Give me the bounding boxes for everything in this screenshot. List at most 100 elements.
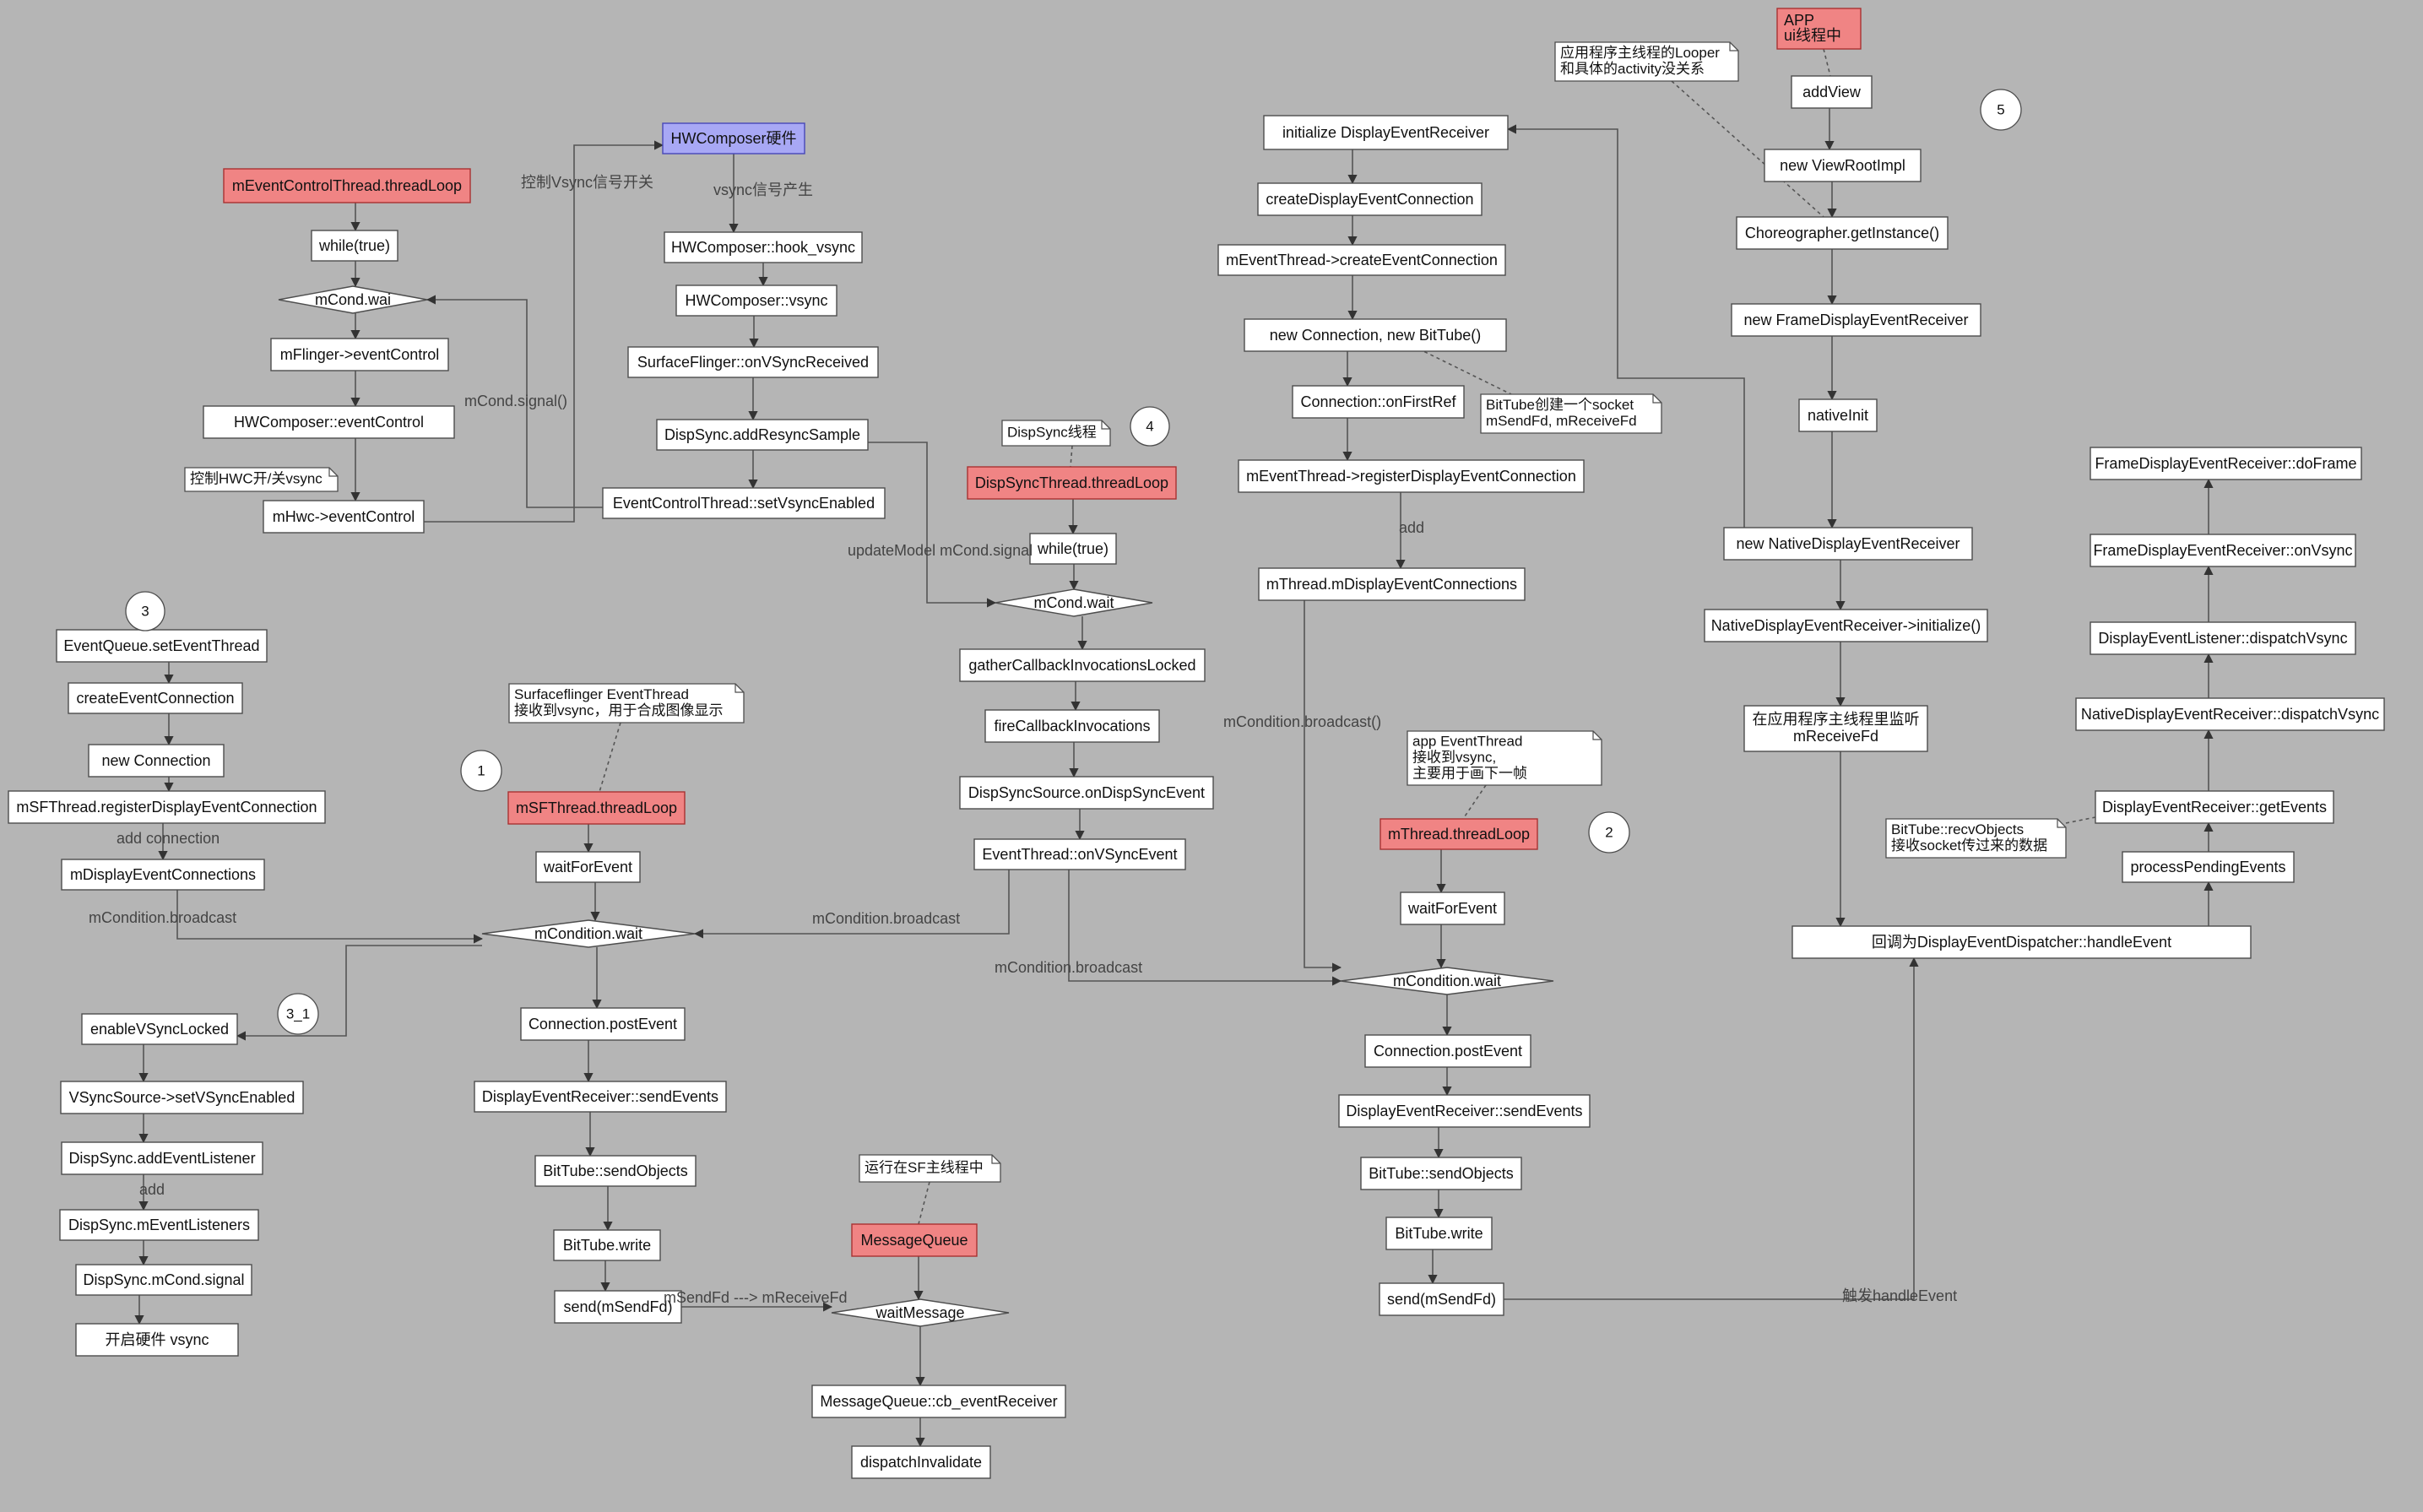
node-label: new NativeDisplayEventReceiver [1736,535,1960,552]
node-label: mSFThread.registerDisplayEventConnection [16,799,317,816]
note-fold [1592,731,1602,740]
marker-4: 4 [1130,406,1170,447]
node-display-event-connections-left[interactable]: mDisplayEventConnections [61,859,265,891]
node-dst-while-true[interactable]: while(true) [1029,533,1117,565]
node-box [1379,1282,1504,1316]
node-frame-do-frame[interactable]: FrameDisplayEventReceiver::doFrame [2090,447,2362,480]
node-flinger-event-control[interactable]: mFlinger->eventControl [270,338,449,371]
node-hwc-member-event-control[interactable]: mHwc->eventControl [263,500,425,534]
node-new-connection-bittube[interactable]: new Connection, new BitTube() [1244,318,1507,352]
note-shape [1885,818,2067,859]
node-frame-on-vsync[interactable]: FrameDisplayEventReceiver::onVsync [2090,534,2356,567]
node-dispsync-thread-loop[interactable]: DispSyncThread.threadLoop [967,466,1177,500]
note-text: 接收socket传过来的数据 [1891,837,2047,854]
note-shape [508,683,745,723]
note-text: app EventThread [1412,733,1522,749]
note-connector [1671,80,1824,218]
note-shape [859,1154,1001,1183]
node-cb-event-receiver[interactable]: MessageQueue::cb_eventReceiver [811,1385,1066,1418]
node-process-pending[interactable]: processPendingEvents [2122,851,2295,883]
node-box [1029,533,1117,565]
node-event-control-thread-loop[interactable]: mEventControlThread.threadLoop [223,168,471,203]
node-hwc-vsync[interactable]: HWComposer::vsync [675,285,837,317]
node-sf-send-objects[interactable]: BitTube::sendObjects [534,1155,697,1187]
node-label: new Connection [101,752,210,769]
node-box [1257,182,1483,216]
node-fire-callbacks[interactable]: fireCallbackInvocations [984,709,1160,743]
node-native-init[interactable]: nativeInit [1798,398,1878,432]
node-box [311,230,398,262]
node-new-frame-receiver[interactable]: new FrameDisplayEventReceiver [1731,303,1981,337]
node-add-view[interactable]: addView [1791,75,1873,109]
node-set-event-thread[interactable]: EventQueue.setEventThread [56,629,268,663]
node-hwc-hardware[interactable]: HWComposer硬件 [662,122,805,154]
node-label: mDisplayEventConnections [70,866,256,883]
node-app-condition-wait[interactable]: mCondition.wait [1340,967,1554,995]
node-listener-dispatch[interactable]: DisplayEventListener::dispatchVsync [2090,621,2356,655]
node-dst-cond-wait[interactable]: mCond.wait [995,588,1153,617]
node-app-send[interactable]: send(mSendFd) [1379,1282,1504,1316]
node-enable-hw-vsync[interactable]: 开启硬件 vsync [75,1323,239,1357]
node-handle-event[interactable]: 回调为DisplayEventDispatcher::handleEvent [1792,925,2252,959]
node-sf-wait-for-event[interactable]: waitForEvent [535,851,641,883]
node-event-listeners[interactable]: DispSync.mEventListeners [59,1209,259,1241]
node-hwc-event-control[interactable]: HWComposer::eventControl [203,405,455,439]
node-sf-send[interactable]: send(mSendFd) [554,1290,682,1324]
node-register-sf-connection[interactable]: mSFThread.registerDisplayEventConnection [8,790,326,824]
flow-connector [868,442,997,608]
node-app-send-objects[interactable]: BitTube::sendObjects [1360,1157,1522,1190]
node-sf-post-event[interactable]: Connection.postEvent [520,1007,686,1041]
node-on-vsync-event[interactable]: EventThread::onVSyncEvent [973,838,1186,870]
node-on-disp-sync-event[interactable]: DispSyncSource.onDispSyncEvent [959,776,1214,810]
node-new-view-root[interactable]: new ViewRootImpl [1764,149,1922,182]
node-app-write[interactable]: BitTube.write [1385,1217,1493,1250]
node-app-post-event[interactable]: Connection.postEvent [1364,1034,1531,1068]
node-sf-write[interactable]: BitTube.write [553,1229,661,1261]
node-box [534,1155,697,1187]
node-label: FrameDisplayEventReceiver::doFrame [2095,455,2356,472]
node-native-initialize[interactable]: NativeDisplayEventReceiver->initialize() [1704,609,1988,642]
node-dispsync-cond-signal[interactable]: DispSync.mCond.signal [75,1264,252,1296]
node-create-display-connection[interactable]: createDisplayEventConnection [1257,182,1483,216]
node-app-display-connections[interactable]: mThread.mDisplayEventConnections [1258,567,1526,601]
node-sf-thread-loop[interactable]: mSFThread.threadLoop [507,791,686,825]
node-sf-send-events[interactable]: DisplayEventReceiver::sendEvents [474,1081,727,1113]
node-initialize-receiver[interactable]: initialize DisplayEventReceiver [1263,115,1509,150]
node-thread-create-connection[interactable]: mEventThread->createEventConnection [1217,244,1506,276]
node-app-wait-for-event[interactable]: waitForEvent [1400,891,1505,925]
node-on-vsync-received[interactable]: SurfaceFlinger::onVSyncReceived [627,346,879,378]
node-box [1743,705,1928,752]
node-wait-message[interactable]: waitMessage [831,1298,1010,1327]
node-add-event-listener[interactable]: DispSync.addEventListener [61,1141,263,1175]
node-box [81,1013,238,1045]
node-new-native-receiver[interactable]: new NativeDisplayEventReceiver [1723,527,1973,561]
node-ect-cond-wait[interactable]: mCond.wai [278,285,428,314]
node-add-resync-sample[interactable]: DispSync.addResyncSample [656,419,869,451]
node-native-dispatch[interactable]: NativeDisplayEventReceiver::dispatchVsyn… [2075,697,2385,731]
note-shape [184,467,339,492]
node-choreographer[interactable]: Choreographer.getInstance() [1736,216,1949,250]
node-message-queue[interactable]: MessageQueue [851,1223,978,1257]
node-on-first-ref[interactable]: Connection::onFirstRef [1292,385,1465,419]
node-get-events[interactable]: DisplayEventReceiver::getEvents [2095,790,2334,824]
node-sf-condition-wait[interactable]: mCondition.wait [481,919,696,948]
node-dispatch-invalidate[interactable]: dispatchInvalidate [851,1445,991,1479]
node-app-thread-loop[interactable]: mThread.threadLoop [1380,818,1538,850]
node-register-app-connection[interactable]: mEventThread->registerDisplayEventConnec… [1238,459,1585,493]
node-box [662,122,805,154]
node-set-vsync-enabled[interactable]: EventControlThread::setVsyncEnabled [602,487,886,519]
node-box [851,1445,991,1479]
node-ect-while-true[interactable]: while(true) [311,230,398,262]
node-app-send-events[interactable]: DisplayEventReceiver::sendEvents [1338,1094,1591,1128]
node-box [1258,567,1526,601]
node-create-event-connection[interactable]: createEventConnection [68,682,243,714]
node-vsync-source-enabled[interactable]: VSyncSource->setVSyncEnabled [60,1081,304,1114]
node-gather-callbacks[interactable]: gatherCallbackInvocationsLocked [959,648,1206,682]
node-hwc-hook-vsync[interactable]: HWComposer::hook_vsync [664,231,863,263]
node-enable-vsync-locked[interactable]: enableVSyncLocked [81,1013,238,1045]
node-new-connection-left[interactable]: new Connection [88,744,225,778]
note-sf-event-thread: Surfaceflinger EventThread接收到vsync，用于合成图… [508,683,745,723]
